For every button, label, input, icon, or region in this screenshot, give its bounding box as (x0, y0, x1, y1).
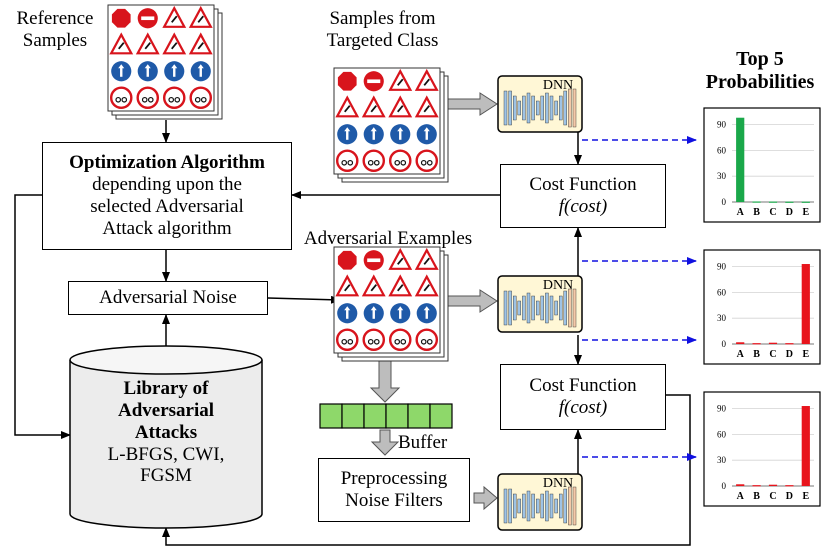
y-tick-label: 0 (722, 197, 727, 207)
cost-function-box-1: Cost Function f(cost) (500, 164, 666, 228)
bar-D (785, 485, 794, 487)
y-tick-label: 60 (717, 429, 727, 439)
bar-E (801, 264, 810, 344)
adversarial-examples-stack (333, 246, 449, 362)
reference-samples-stack (107, 4, 223, 120)
bar-D (785, 201, 794, 203)
preprocessing-noise-filters-box: Preprocessing Noise Filters (318, 458, 470, 522)
x-tick-label: A (737, 207, 745, 218)
x-tick-label: A (737, 491, 745, 502)
x-tick-label: A (737, 349, 745, 360)
bar-E (801, 406, 810, 486)
y-tick-label: 0 (722, 481, 727, 491)
gray-arrow-targeted-to-dnn1 (447, 92, 498, 116)
adversarial-noise-box: Adversarial Noise (68, 281, 268, 315)
library-cylinder (69, 345, 263, 529)
gray-arrow-adv-to-buffer (369, 356, 401, 403)
top5-label: Top 5 Probabilities (705, 48, 815, 93)
x-tick-label: D (786, 349, 793, 360)
y-tick-label: 30 (717, 313, 727, 323)
bar-C (768, 484, 778, 486)
dnn-label: DNN (543, 476, 573, 491)
y-tick-label: 90 (717, 262, 727, 272)
x-tick-label: C (769, 207, 776, 218)
targeted-class-samples-stack (333, 67, 449, 183)
dnn-model-3: DNN (497, 473, 583, 531)
bar-C (768, 201, 778, 203)
x-tick-label: C (769, 349, 776, 360)
x-tick-label: E (802, 349, 809, 360)
arrow-cost2-to-lib (162, 394, 691, 546)
bar-A (736, 117, 745, 202)
buffer-queue (319, 403, 453, 429)
bar-E (801, 201, 810, 203)
x-tick-label: D (786, 491, 793, 502)
y-tick-label: 60 (717, 145, 727, 155)
arrow-opt-to-lib (14, 194, 71, 439)
bar-B (752, 343, 761, 345)
bar-A (736, 484, 745, 486)
arrow-noise-to-examples (267, 295, 341, 304)
cost-function-box-2: Cost Function f(cost) (500, 364, 666, 430)
x-tick-label: E (802, 207, 809, 218)
reference-samples-label: Reference Samples (16, 8, 94, 51)
x-tick-label: D (786, 207, 793, 218)
optimization-algorithm-box: Optimization Algorithm depending upon th… (42, 142, 292, 250)
dnn-model-1: DNN (497, 75, 583, 133)
dnn-model-2: DNN (497, 275, 583, 333)
dnn-label: DNN (543, 78, 573, 93)
bar-A (736, 342, 745, 344)
x-tick-label: E (802, 491, 809, 502)
y-tick-label: 30 (717, 455, 727, 465)
x-tick-label: B (753, 349, 760, 360)
x-tick-label: C (769, 491, 776, 502)
gray-arrow-adv-to-dnn2 (447, 289, 498, 313)
x-tick-label: B (753, 207, 760, 218)
y-tick-label: 90 (717, 404, 727, 414)
buffer-label: Buffer (398, 432, 448, 453)
bar-B (752, 485, 761, 487)
targeted-samples-label: Samples from Targeted Class (326, 8, 439, 51)
bar-C (768, 342, 778, 344)
gray-arrow-buffer-to-prep (370, 429, 400, 456)
y-tick-label: 0 (722, 339, 727, 349)
y-tick-label: 30 (717, 171, 727, 181)
gray-arrow-prep-to-dnn3 (473, 485, 498, 511)
bar-B (752, 201, 761, 203)
dnn-label: DNN (543, 278, 573, 293)
y-tick-label: 60 (717, 287, 727, 297)
optimization-title: Optimization Algorithm (69, 152, 265, 174)
x-tick-label: B (753, 491, 760, 502)
bar-D (785, 343, 794, 345)
library-text: Library of Adversarial Attacks L-BFGS, C… (107, 378, 225, 487)
adversarial-examples-label: Adversarial Examples (303, 228, 473, 249)
y-tick-label: 90 (717, 120, 727, 130)
